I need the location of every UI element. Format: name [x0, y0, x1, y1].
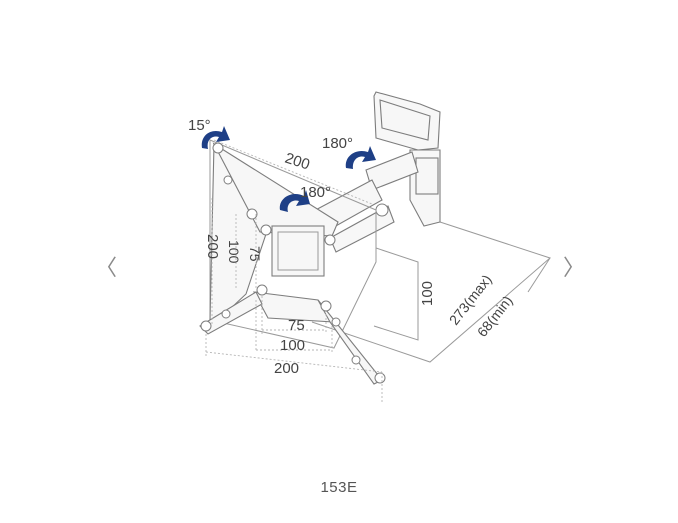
- next-image-button[interactable]: 〉: [562, 254, 586, 284]
- dim-inner-width-100-label: 100: [280, 337, 305, 354]
- arm-swivel-angle-label: 180°: [322, 135, 353, 152]
- dim-top-width-label: 200: [283, 150, 312, 174]
- tilt-arrow-icon: [201, 126, 230, 149]
- vesa-plate: [199, 139, 386, 385]
- head-swivel-arrow-icon: [279, 190, 310, 212]
- extension-outline: [311, 221, 551, 363]
- chevron-right-icon: 〉: [562, 256, 585, 281]
- wall-plate-outline: [373, 224, 419, 341]
- tilt-angle-label: 15°: [188, 117, 211, 134]
- dimension-lines: [205, 139, 383, 404]
- dim-left-height-label: 200: [204, 234, 221, 259]
- dim-inner-height-100-label: 100: [226, 240, 242, 264]
- chevron-left-icon: 〈: [94, 256, 117, 281]
- dim-inner-width-75-label: 75: [288, 317, 305, 334]
- head-swivel-angle-label: 180°: [300, 184, 331, 201]
- arm-swivel-arrow-icon: [345, 146, 376, 169]
- product-model-caption: 153E: [320, 479, 358, 496]
- dim-bottom-width-label: 200: [274, 360, 299, 377]
- dim-plate-height-label: 100: [419, 281, 436, 306]
- previous-image-button[interactable]: 〈: [94, 254, 118, 284]
- dim-inner-height-75-label: 75: [247, 246, 263, 262]
